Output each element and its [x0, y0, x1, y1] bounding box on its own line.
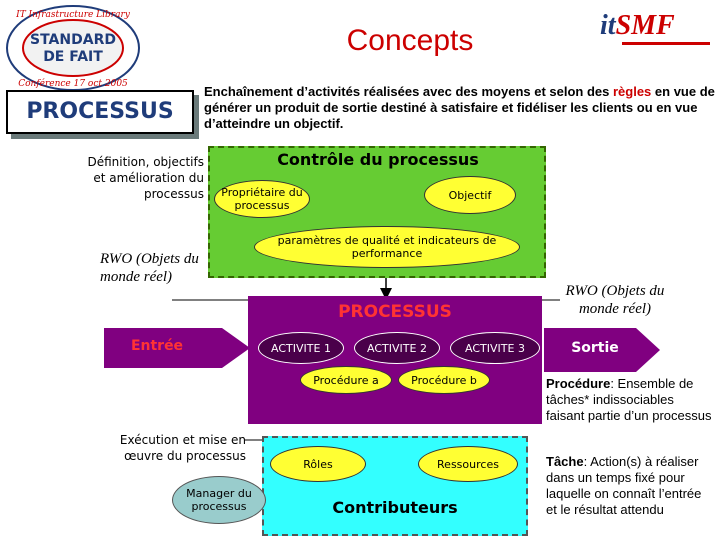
procedure-def: : Ensemble de tâches* indissociables fai…	[546, 376, 712, 423]
itsmf-logo: itSMF	[600, 10, 710, 50]
logo-smf: SMF	[615, 10, 675, 41]
exit-arrow	[544, 328, 660, 372]
svg-text:Conférence 17 oct 2005: Conférence 17 oct 2005	[18, 78, 128, 89]
svg-text:STANDARD: STANDARD	[30, 32, 116, 48]
definition-regles: règles	[612, 84, 652, 99]
procedure-a: Procédure a	[300, 366, 392, 394]
definition-label: Définition, objectifs et amélioration du…	[87, 155, 204, 201]
procedure-note: Procédure: Ensemble de tâches* indissoci…	[546, 376, 712, 424]
owner-ellipse: Propriétaire du processus	[214, 180, 310, 218]
processus-heading: PROCESSUS	[6, 90, 194, 134]
definition-part1: Enchaînement d’activités réalisées avec …	[204, 84, 613, 99]
contributors-label: Contributeurs	[332, 498, 458, 517]
exit-label: Sortie	[571, 340, 619, 356]
procedure-term: Procédure	[546, 376, 611, 391]
page-title: Concepts	[346, 24, 474, 57]
rwo-left-label: RWO (Objets du monde réel)	[100, 251, 199, 285]
definition-part2: en vue de générer un produit de sortie d…	[204, 84, 715, 131]
roles-ellipse: Rôles	[270, 446, 366, 482]
task-def: : Action(s) à réaliser dans un temps fix…	[546, 454, 702, 517]
resources-ellipse: Ressources	[418, 446, 518, 482]
procedure-b: Procédure b	[398, 366, 490, 394]
activity-2: ACTIVITE 2	[354, 332, 440, 364]
entry-label: Entrée	[130, 338, 184, 354]
activity-3: ACTIVITE 3	[450, 332, 540, 364]
control-title: Contrôle du processus	[277, 150, 479, 169]
task-term: Tâche	[546, 454, 584, 469]
standard-de-fait-seal: STANDARD DE FAIT IT Infrastructure Libra…	[4, 4, 142, 92]
processus-definition: Enchaînement d’activités réalisées avec …	[204, 84, 716, 132]
logo-it: it	[600, 10, 616, 41]
process-title: PROCESSUS	[338, 302, 452, 322]
execution-label: Exécution et mise en œuvre du processus	[119, 433, 246, 463]
logo-underline	[622, 42, 710, 45]
rwo-right-label: RWO (Objets du monde réel)	[565, 283, 665, 317]
svg-text:DE FAIT: DE FAIT	[43, 49, 103, 65]
activity-1: ACTIVITE 1	[258, 332, 344, 364]
params-ellipse: paramètres de qualité et indicateurs de …	[254, 226, 520, 268]
objective-ellipse: Objectif	[424, 176, 516, 214]
manager-ellipse: Manager du processus	[172, 476, 266, 524]
svg-text:IT Infrastructure Library: IT Infrastructure Library	[15, 10, 131, 20]
entry-arrow	[104, 328, 250, 368]
task-note: Tâche: Action(s) à réaliser dans un temp…	[546, 454, 712, 518]
